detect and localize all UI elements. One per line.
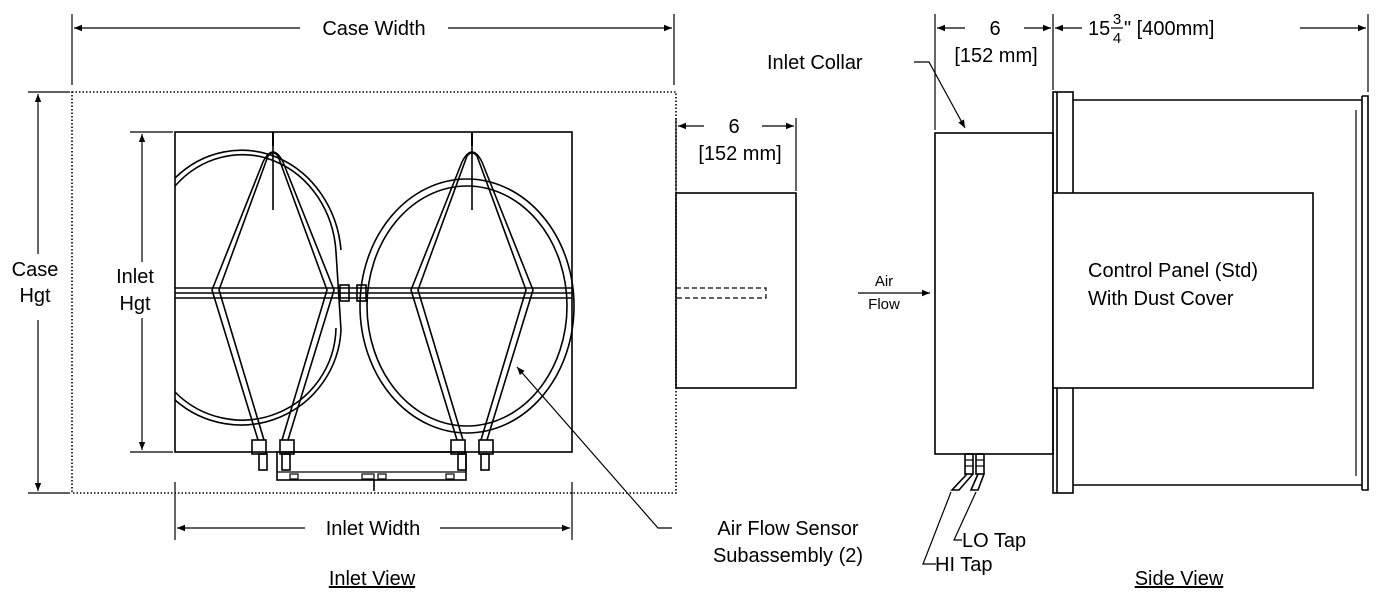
sensor-label-line2: Subassembly (2) <box>713 545 863 567</box>
length-dim-whole: 15 <box>1088 18 1110 40</box>
sensor-callout: Air Flow Sensor Subassembly (2) <box>516 366 863 567</box>
lo-tap-label: LO Tap <box>962 530 1026 552</box>
inlet-view: Case Width Case Hgt Inlet Hgt <box>12 14 863 590</box>
inlet-width-label: Inlet Width <box>326 518 420 540</box>
inlet-collar-callout: Inlet Collar <box>767 52 966 129</box>
case-width-label: Case Width <box>322 18 425 40</box>
inlet-collar-box: 6 [152 mm] <box>675 116 797 389</box>
hi-tap-label: HI Tap <box>935 554 992 576</box>
sensor-label-line1: Air Flow Sensor <box>717 518 858 540</box>
case-outline <box>71 91 677 494</box>
case-height-label-line2: Hgt <box>19 285 51 307</box>
length-dim-denominator: 4 <box>1113 30 1121 47</box>
air-label: Air <box>875 273 893 290</box>
case-height-dimension: Case Hgt <box>12 91 70 494</box>
inlet-collar-dim-value: 6 <box>728 116 739 138</box>
horizontal-sensor-tubes <box>175 284 572 302</box>
inlet-width-dimension: Inlet Width <box>174 482 573 540</box>
side-collar-dim-mm: [152 mm] <box>954 45 1037 67</box>
length-dim-rest: " [400mm] <box>1124 18 1214 40</box>
inlet-height-label-line2: Hgt <box>119 293 151 315</box>
side-view: 6 [152 mm] 15 3 4 " [400mm] Inlet Collar… <box>767 11 1369 590</box>
inlet-height-label-line1: Inlet <box>116 266 154 288</box>
side-view-title: Side View <box>1135 568 1224 590</box>
right-sensor-ring <box>359 178 575 434</box>
panel-label-line1: Control Panel (Std) <box>1088 260 1258 282</box>
case-width-dimension: Case Width <box>71 14 675 85</box>
length-dim-numerator: 3 <box>1113 11 1121 28</box>
inlet-view-title: Inlet View <box>329 568 416 590</box>
side-collar-dim-value: 6 <box>989 18 1000 40</box>
pressure-taps: LO Tap HI Tap <box>922 453 1026 576</box>
side-collar-body <box>934 132 1054 455</box>
control-panel: Control Panel (Std) With Dust Cover <box>1052 192 1314 389</box>
left-diamond-sensor <box>211 132 335 471</box>
inlet-collar-label: Inlet Collar <box>767 52 863 74</box>
case-height-label-line1: Case <box>12 259 59 281</box>
side-length-dimension: 15 3 4 " [400mm] <box>1055 11 1369 92</box>
inlet-collar-dim-mm: [152 mm] <box>698 143 781 165</box>
bottom-manifold <box>276 451 467 491</box>
side-collar-dimension: 6 [152 mm] <box>934 14 1054 130</box>
right-diamond-sensor <box>410 132 534 471</box>
inlet-outline <box>174 131 573 453</box>
panel-label-line2: With Dust Cover <box>1088 288 1234 310</box>
inlet-height-dimension: Inlet Hgt <box>116 131 173 453</box>
air-flow-indicator: Air Flow <box>858 273 930 313</box>
flow-label: Flow <box>868 296 900 313</box>
